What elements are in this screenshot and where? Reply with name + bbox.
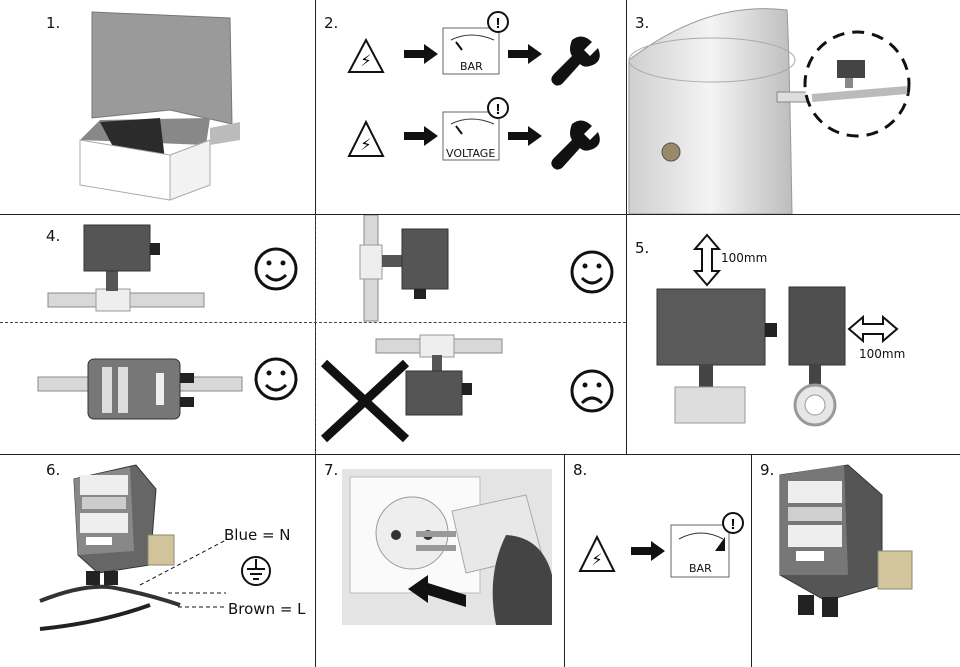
exclamation-icon: ! [487, 11, 509, 33]
step-7-panel: 7. [316, 455, 564, 667]
svg-text:⚡: ⚡ [360, 51, 371, 70]
grid-line [0, 214, 960, 215]
step-4-panel: 4. [0, 215, 626, 454]
arrow-right-icon [508, 44, 542, 64]
grid-line [751, 454, 752, 667]
step-3-panel: 3. [627, 0, 960, 214]
arrow-right-icon [404, 126, 438, 146]
smiley-happy-icon [254, 247, 298, 291]
step-5-panel: 5. 100mm 100mm [627, 215, 960, 454]
wrench-icon [551, 36, 600, 86]
step-9-panel: 9. [752, 455, 960, 667]
svg-text:!: ! [496, 15, 501, 32]
gauge-label-bar: BAR [689, 562, 712, 575]
grid-dashed-line [0, 322, 626, 323]
step-8-panel: 8. ⚡ ! BAR [565, 455, 751, 667]
horizontal-clearance-label: 100mm [859, 347, 906, 361]
svg-text:!: ! [731, 516, 736, 533]
grid-line [564, 454, 565, 667]
step-number: 1. [46, 14, 61, 32]
clearance-illustration [656, 233, 899, 427]
wiring-illustration [39, 464, 271, 631]
step-2-panel: 2. ⚡ ! ⚡ ! BAR VOLTAGE [316, 0, 626, 214]
vertical-clearance-label: 100mm [721, 251, 768, 265]
cross-icon [320, 359, 410, 443]
svg-text:⚡: ⚡ [591, 550, 602, 569]
arrow-right-icon [408, 575, 466, 607]
svg-text:⚡: ⚡ [360, 135, 371, 154]
mounting-orientations [37, 215, 614, 443]
brown-wire-label: Brown = L [228, 600, 306, 618]
pressure-gauge-icon [442, 27, 500, 75]
wrench-icon [551, 120, 600, 170]
exclamation-icon: ! [487, 97, 509, 119]
step-number: 7. [324, 461, 339, 479]
smiley-happy-icon [570, 250, 614, 294]
smiley-sad-icon [570, 369, 614, 413]
safety-sequence-final: ⚡ ! [578, 512, 744, 578]
valve-actuator-photo [779, 464, 913, 617]
arrow-right-icon [404, 44, 438, 64]
high-voltage-warning-icon: ⚡ [578, 534, 616, 572]
step-1-panel: 1. [0, 0, 315, 214]
grid-dashed-line [315, 214, 316, 454]
blue-wire-label: Blue = N [224, 526, 291, 544]
svg-text:!: ! [496, 101, 501, 118]
open-box-illustration [79, 11, 240, 201]
step-number: 9. [760, 461, 775, 479]
gauge-label-voltage: VOLTAGE [446, 147, 496, 160]
high-voltage-warning-icon: ⚡ [347, 119, 385, 157]
step-number: 8. [573, 461, 588, 479]
smiley-happy-icon [254, 357, 298, 401]
safety-sequence-row-1: ⚡ ! ⚡ ! [347, 11, 600, 170]
double-arrow-icon [692, 233, 722, 287]
step-number: 4. [46, 227, 61, 245]
arrow-right-icon [508, 126, 542, 146]
step-number: 3. [635, 14, 650, 32]
grid-line [0, 454, 960, 455]
pressure-gauge-icon [670, 524, 730, 578]
double-arrow-icon [847, 314, 899, 344]
pressure-gauge-icon [442, 111, 500, 161]
grid-line [626, 0, 627, 454]
step-6-panel: 6. Blue = N Brown = L [0, 455, 315, 667]
high-voltage-warning-icon: ⚡ [347, 37, 385, 73]
plug-socket-photo [342, 469, 552, 625]
exclamation-icon: ! [722, 512, 744, 534]
arrow-right-icon [631, 541, 665, 561]
step-number: 2. [324, 14, 339, 32]
water-heater-illustration [628, 8, 911, 214]
step-number: 5. [635, 239, 650, 257]
step-number: 6. [46, 461, 61, 479]
gauge-label-bar: BAR [460, 60, 483, 73]
earth-ground-icon [241, 556, 271, 586]
